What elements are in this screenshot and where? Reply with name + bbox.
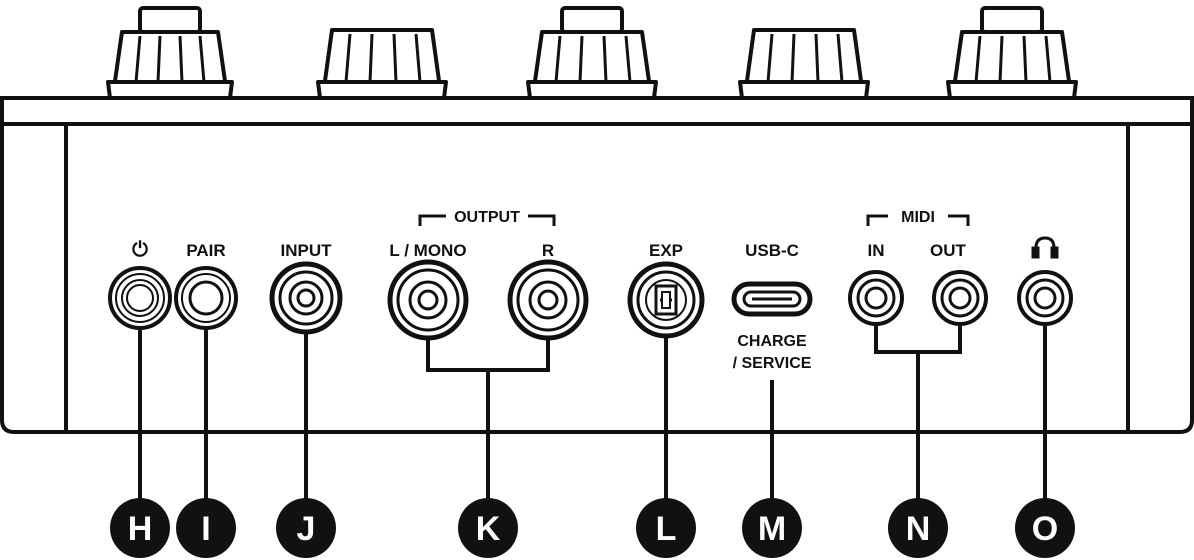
svg-text:H: H <box>128 510 153 548</box>
usbc-sublabel-service: / SERVICE <box>733 355 812 372</box>
input-jack <box>269 261 343 335</box>
svg-text:O: O <box>1032 510 1058 548</box>
knob-3 <box>526 6 658 100</box>
knob-row <box>106 6 1078 100</box>
usbc-sublabel-charge: CHARGE <box>737 333 807 350</box>
midi-out-label: OUT <box>930 241 967 260</box>
pair-button <box>174 266 238 330</box>
callouts: H I J K L M N O <box>110 498 1075 558</box>
output-r-jack <box>507 259 589 341</box>
callout-l: L <box>636 498 696 558</box>
power-icon: ⏻ <box>132 239 148 261</box>
midi-out-jack <box>932 270 988 326</box>
knob-2 <box>316 28 448 100</box>
output-l-jack <box>387 259 469 341</box>
midi-group: MIDI <box>866 209 970 226</box>
output-group: OUTPUT <box>418 209 556 226</box>
svg-text:M: M <box>758 510 786 548</box>
callout-n: N <box>888 498 948 558</box>
pair-label: PAIR <box>186 241 225 260</box>
headphones-icon <box>1031 236 1059 259</box>
svg-text:N: N <box>906 510 931 548</box>
svg-text:L: L <box>656 510 677 548</box>
leader-lines <box>138 326 1047 500</box>
callout-i: I <box>176 498 236 558</box>
knob-5 <box>946 6 1078 100</box>
callout-h: H <box>110 498 170 558</box>
svg-text:I: I <box>201 510 210 548</box>
usbc-label: USB-C <box>745 241 799 260</box>
exp-jack <box>627 261 705 339</box>
headphone-jack <box>1017 270 1073 326</box>
power-button <box>108 266 172 330</box>
midi-in-label: IN <box>868 241 885 260</box>
output-group-label: OUTPUT <box>454 209 520 226</box>
callout-j: J <box>276 498 336 558</box>
callout-m: M <box>742 498 802 558</box>
port-labels: ⏻ PAIR INPUT L / MONO R EXP USB-C IN OUT… <box>132 236 1059 372</box>
enclosure <box>0 96 1194 434</box>
midi-group-label: MIDI <box>901 209 935 226</box>
exp-label: EXP <box>649 241 683 260</box>
midi-in-jack <box>848 270 904 326</box>
svg-text:K: K <box>476 510 501 548</box>
callout-o: O <box>1015 498 1075 558</box>
svg-text:J: J <box>297 510 316 548</box>
output-r-label: R <box>542 241 554 260</box>
output-l-label: L / MONO <box>389 241 466 260</box>
input-label: INPUT <box>281 241 333 260</box>
usbc-port <box>731 281 813 317</box>
callout-k: K <box>458 498 518 558</box>
knob-4 <box>738 28 870 100</box>
knob-1 <box>106 6 234 100</box>
connectors <box>108 259 1073 341</box>
